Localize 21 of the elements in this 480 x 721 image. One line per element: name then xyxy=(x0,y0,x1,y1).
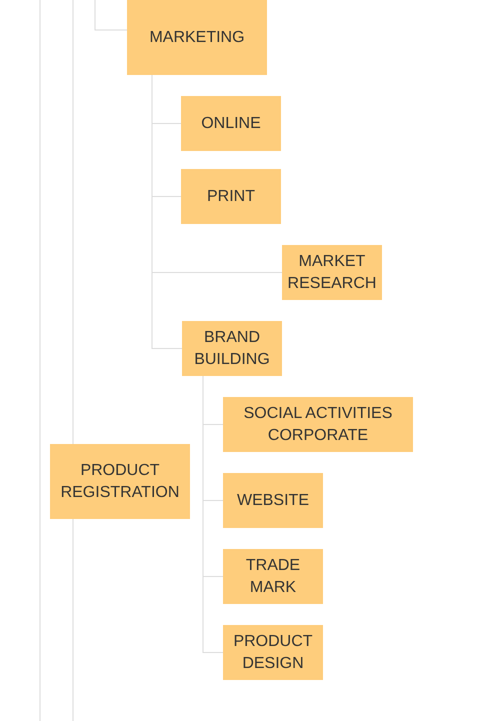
box-label: TRADE MARK xyxy=(244,556,302,598)
org-box xyxy=(182,321,282,376)
box-label: WEBSITE xyxy=(236,490,309,510)
box-label: PRODUCT DESIGN xyxy=(232,632,314,674)
org-box xyxy=(223,473,323,528)
org-box xyxy=(223,625,323,680)
org-box xyxy=(181,169,281,224)
org-box xyxy=(127,0,267,75)
org-box xyxy=(50,444,190,519)
org-box xyxy=(181,96,281,151)
box-label: PRODUCT REGISTRATION xyxy=(60,460,180,502)
org-box xyxy=(282,245,382,300)
box-label: PRINT xyxy=(207,186,255,206)
box-label: BRAND BUILDING xyxy=(193,328,271,370)
box-label: SOCIAL ACTIVITIES CORPORATE xyxy=(242,404,394,446)
connector-line xyxy=(94,0,128,30)
org-box xyxy=(223,397,413,452)
box-label: MARKET RESEARCH xyxy=(286,252,378,294)
org-box xyxy=(223,549,323,604)
box-label: ONLINE xyxy=(201,114,261,134)
box-label: MARKETING xyxy=(149,28,245,48)
